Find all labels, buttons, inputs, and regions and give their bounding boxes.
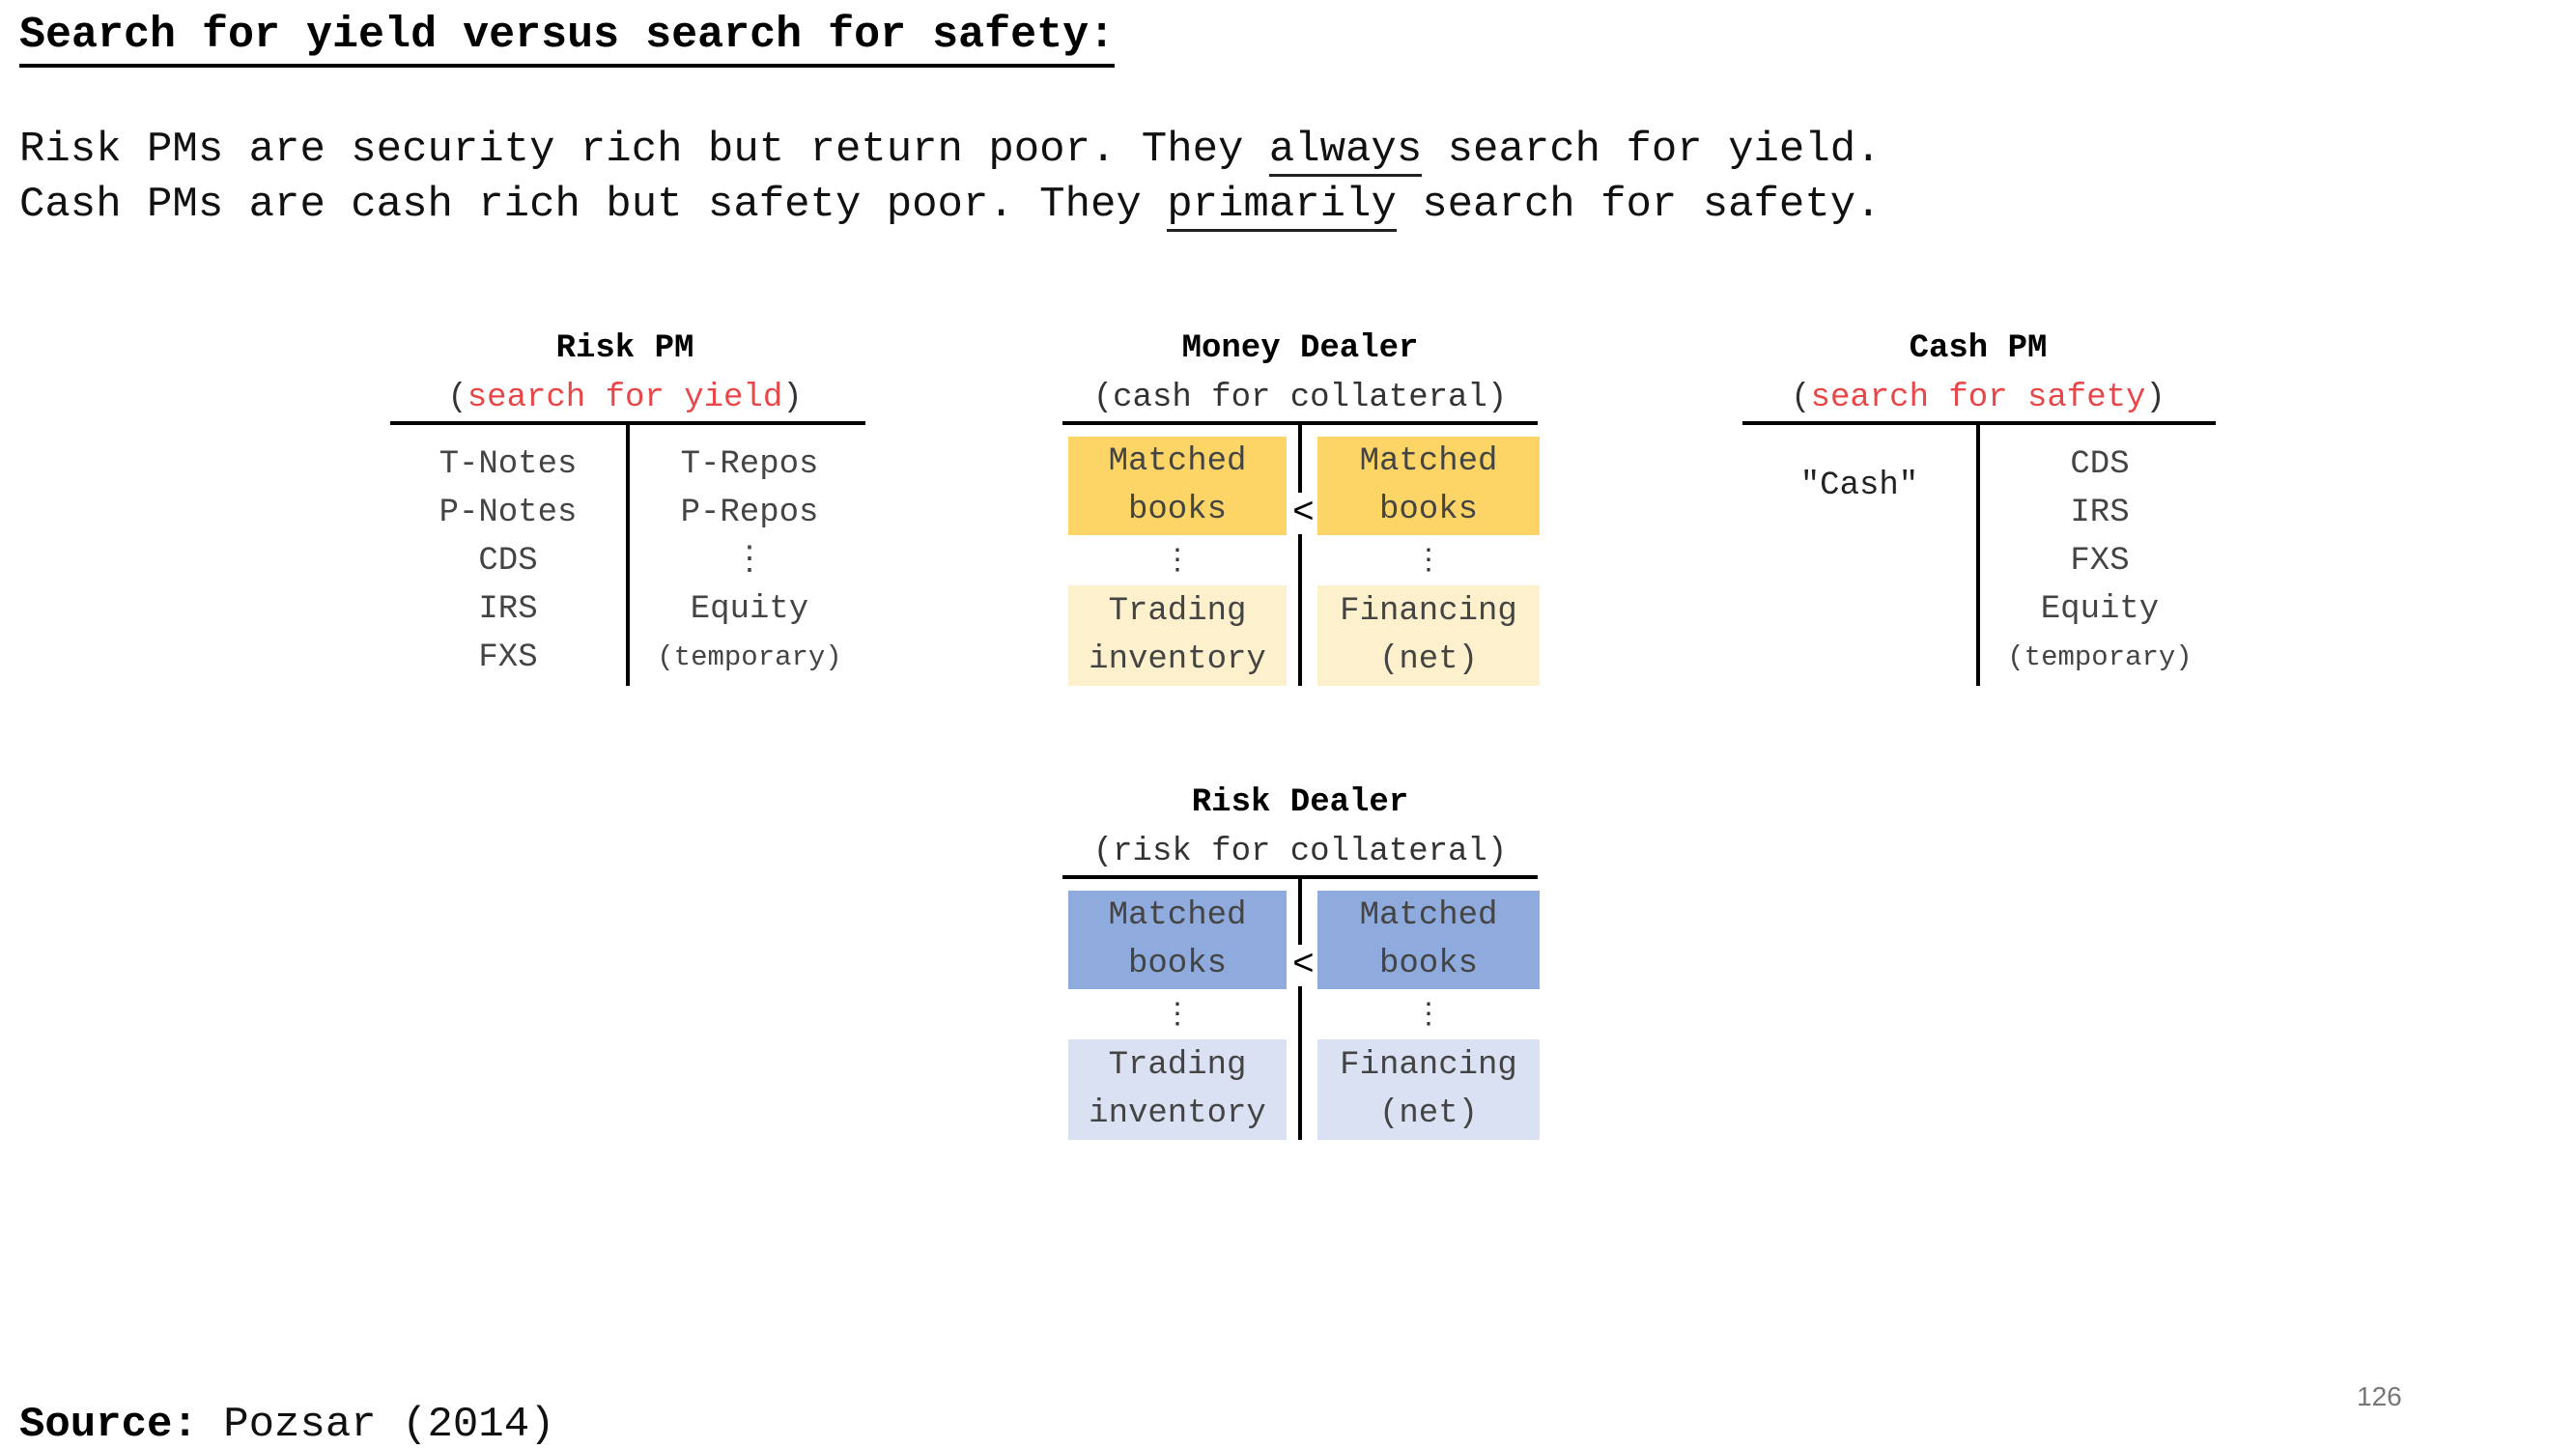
risk-dealer-trading-inventory: Trading inventory: [1068, 1039, 1287, 1140]
vertical-ellipsis: ⋮: [1414, 1000, 1443, 1033]
money-dealer-financing-net: Financing (net): [1317, 585, 1540, 686]
asset-item: T-Notes: [439, 446, 578, 483]
emphasis-always: always: [1268, 126, 1423, 177]
box-line: inventory: [1089, 641, 1266, 678]
paren: ): [782, 380, 803, 416]
box-line: books: [1127, 946, 1228, 982]
box-line: books: [1127, 492, 1228, 528]
risk-pm-vline: [626, 423, 630, 686]
cash-pm-heading: Cash PM: [1909, 330, 2048, 367]
box-line: inventory: [1089, 1095, 1266, 1132]
box-line: Matched: [1108, 897, 1247, 934]
liability-item: (temporary): [657, 641, 842, 673]
risk-dealer-financing-net: Financing (net): [1317, 1039, 1540, 1140]
box-line: Matched: [1359, 897, 1498, 934]
box-line: Trading: [1108, 1047, 1247, 1084]
risk-dealer-vline: [1298, 877, 1302, 1140]
intro-text: Cash PMs are cash rich but safety poor. …: [19, 181, 1168, 229]
risk-dealer-subtitle: (risk for collateral): [1092, 834, 1508, 870]
risk-pm-subtitle: (search for yield): [390, 380, 860, 416]
box-line: Financing: [1340, 1047, 1517, 1084]
box-line: books: [1378, 946, 1479, 982]
liability-item: CDS: [2070, 446, 2130, 483]
liability-item: P-Repos: [680, 495, 819, 531]
search-for-yield-label: search for yield: [467, 380, 783, 416]
box-line: (net): [1378, 641, 1479, 678]
asset-item: "Cash": [1799, 468, 1919, 504]
money-dealer-subtitle: (cash for collateral): [1092, 380, 1508, 416]
risk-dealer-matched-books-assets: Matched books: [1068, 891, 1287, 989]
liability-item: Equity: [690, 591, 809, 628]
asset-item: FXS: [478, 639, 538, 676]
source-label: Source:: [19, 1401, 198, 1449]
cash-pm-liabilities: CDS IRS FXS Equity (temporary): [1980, 440, 2220, 682]
liability-item: T-Repos: [680, 446, 819, 483]
intro-line-cash: Cash PMs are cash rich but safety poor. …: [19, 178, 1882, 232]
box-line: Financing: [1340, 593, 1517, 630]
money-dealer-trading-inventory: Trading inventory: [1068, 585, 1287, 686]
intro-text: search for safety.: [1396, 181, 1882, 229]
vertical-ellipsis: ⋮: [1163, 546, 1192, 579]
intro-text: Risk PMs are security rich but return po…: [19, 126, 1269, 174]
liability-item: Equity: [2040, 591, 2160, 628]
paren: (: [1791, 380, 1811, 416]
page-number: 126: [2357, 1381, 2402, 1411]
box-line: Matched: [1359, 443, 1498, 480]
source-text: Pozsar (2014): [197, 1401, 555, 1449]
money-dealer-matched-books-assets: Matched books: [1068, 437, 1287, 535]
cash-pm-assets: "Cash": [1742, 462, 1976, 510]
liability-item: (temporary): [2007, 641, 2193, 673]
liability-item: FXS: [2070, 543, 2130, 580]
money-dealer-less-than: <: [1290, 493, 1316, 534]
money-dealer-matched-books-liabilities: Matched books: [1317, 437, 1540, 535]
box-line: (net): [1378, 1095, 1479, 1132]
paren: (: [447, 380, 467, 416]
cash-pm-vline: [1976, 423, 1980, 686]
liability-item: IRS: [2070, 495, 2130, 531]
money-dealer-heading: Money Dealer: [1181, 330, 1419, 367]
cash-pm-subtitle: (search for safety): [1742, 380, 2214, 416]
paren: ): [2145, 380, 2166, 416]
vertical-ellipsis: ⋮: [1163, 1000, 1192, 1033]
box-line: books: [1378, 492, 1479, 528]
risk-pm-heading: Risk PM: [555, 330, 694, 367]
intro-line-risk: Risk PMs are security rich but return po…: [19, 123, 1882, 177]
risk-dealer-heading: Risk Dealer: [1191, 784, 1409, 821]
money-dealer-vline: [1298, 423, 1302, 686]
risk-pm-liabilities: T-Repos P-Repos ⋮ Equity (temporary): [630, 440, 869, 682]
risk-dealer-matched-books-liabilities: Matched books: [1317, 891, 1540, 989]
asset-item: CDS: [478, 543, 538, 580]
risk-pm-assets: T-Notes P-Notes CDS IRS FXS: [390, 440, 626, 682]
search-for-safety-label: search for safety: [1810, 380, 2146, 416]
asset-item: P-Notes: [439, 495, 578, 531]
asset-item: IRS: [478, 591, 538, 628]
page-title: Search for yield versus search for safet…: [19, 8, 1116, 68]
intro-text: search for yield.: [1422, 126, 1882, 174]
box-line: Matched: [1108, 443, 1247, 480]
source-citation: Source: Pozsar (2014): [19, 1401, 555, 1449]
emphasis-primarily: primarily: [1167, 181, 1397, 232]
vertical-ellipsis: ⋮: [733, 543, 766, 580]
box-line: Trading: [1108, 593, 1247, 630]
risk-dealer-less-than: <: [1290, 945, 1316, 986]
vertical-ellipsis: ⋮: [1414, 546, 1443, 579]
